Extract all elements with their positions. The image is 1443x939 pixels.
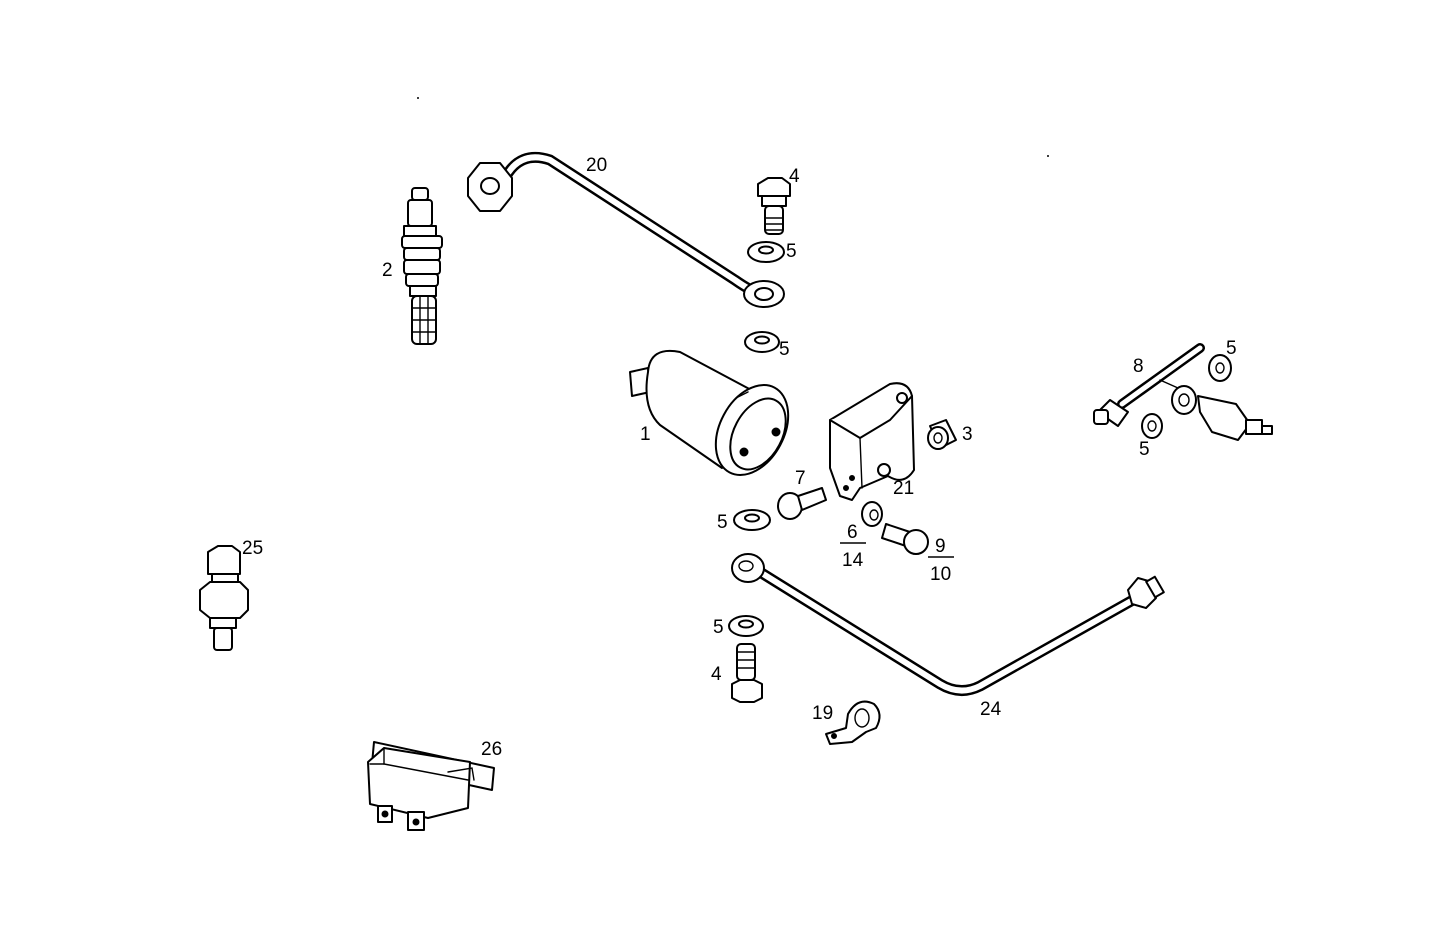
part-20-fuel-line — [467, 151, 785, 308]
label-21: 21 — [893, 478, 914, 499]
part-4-banjo-bolt-bottom — [731, 643, 763, 703]
part-2-sensor — [401, 187, 443, 345]
label-20: 20 — [586, 155, 607, 176]
part-6-14-washer — [861, 501, 883, 527]
part-1-cylinder — [629, 350, 790, 476]
label-14: 14 — [842, 550, 864, 571]
part-5-washer-b — [744, 331, 780, 353]
label-5-top-b: 5 — [779, 339, 790, 360]
label-8: 8 — [1133, 356, 1144, 377]
label-4-top: 4 — [789, 166, 800, 187]
label-7: 7 — [795, 468, 806, 489]
label-10: 10 — [930, 564, 951, 585]
part-9-10-bolt — [881, 523, 929, 555]
part-5-washer-a — [747, 241, 785, 263]
part-26-relay — [367, 741, 495, 831]
part-5-washer-right-b — [1141, 413, 1163, 439]
part-7-bolt — [777, 487, 827, 520]
label-5-right-b: 5 — [1139, 439, 1150, 460]
label-25: 25 — [242, 538, 263, 559]
label-5-mid: 5 — [717, 512, 728, 533]
part-5-washer-right-a — [1208, 354, 1232, 382]
part-4-banjo-bolt-top — [757, 177, 791, 235]
part-8-line-assembly — [1093, 343, 1273, 441]
label-5-bottom: 5 — [713, 617, 724, 638]
label-1: 1 — [640, 424, 651, 445]
label-5-top-a: 5 — [786, 241, 797, 262]
label-6: 6 — [847, 522, 858, 543]
label-9: 9 — [935, 536, 946, 557]
label-24: 24 — [980, 699, 1002, 720]
label-4-bottom: 4 — [711, 664, 722, 685]
label-3: 3 — [962, 424, 973, 445]
part-3-spacer — [927, 419, 957, 450]
part-24-fuel-line — [731, 553, 1165, 696]
label-19: 19 — [812, 703, 833, 724]
part-21-bracket — [829, 382, 915, 501]
label-26: 26 — [481, 739, 502, 760]
part-5-washer-bottom — [728, 615, 764, 637]
part-19-clip — [825, 700, 881, 745]
part-5-washer-mid — [733, 509, 771, 531]
part-25-temp-sender — [199, 545, 249, 651]
label-2: 2 — [382, 260, 393, 281]
label-5-right-a: 5 — [1226, 338, 1237, 359]
